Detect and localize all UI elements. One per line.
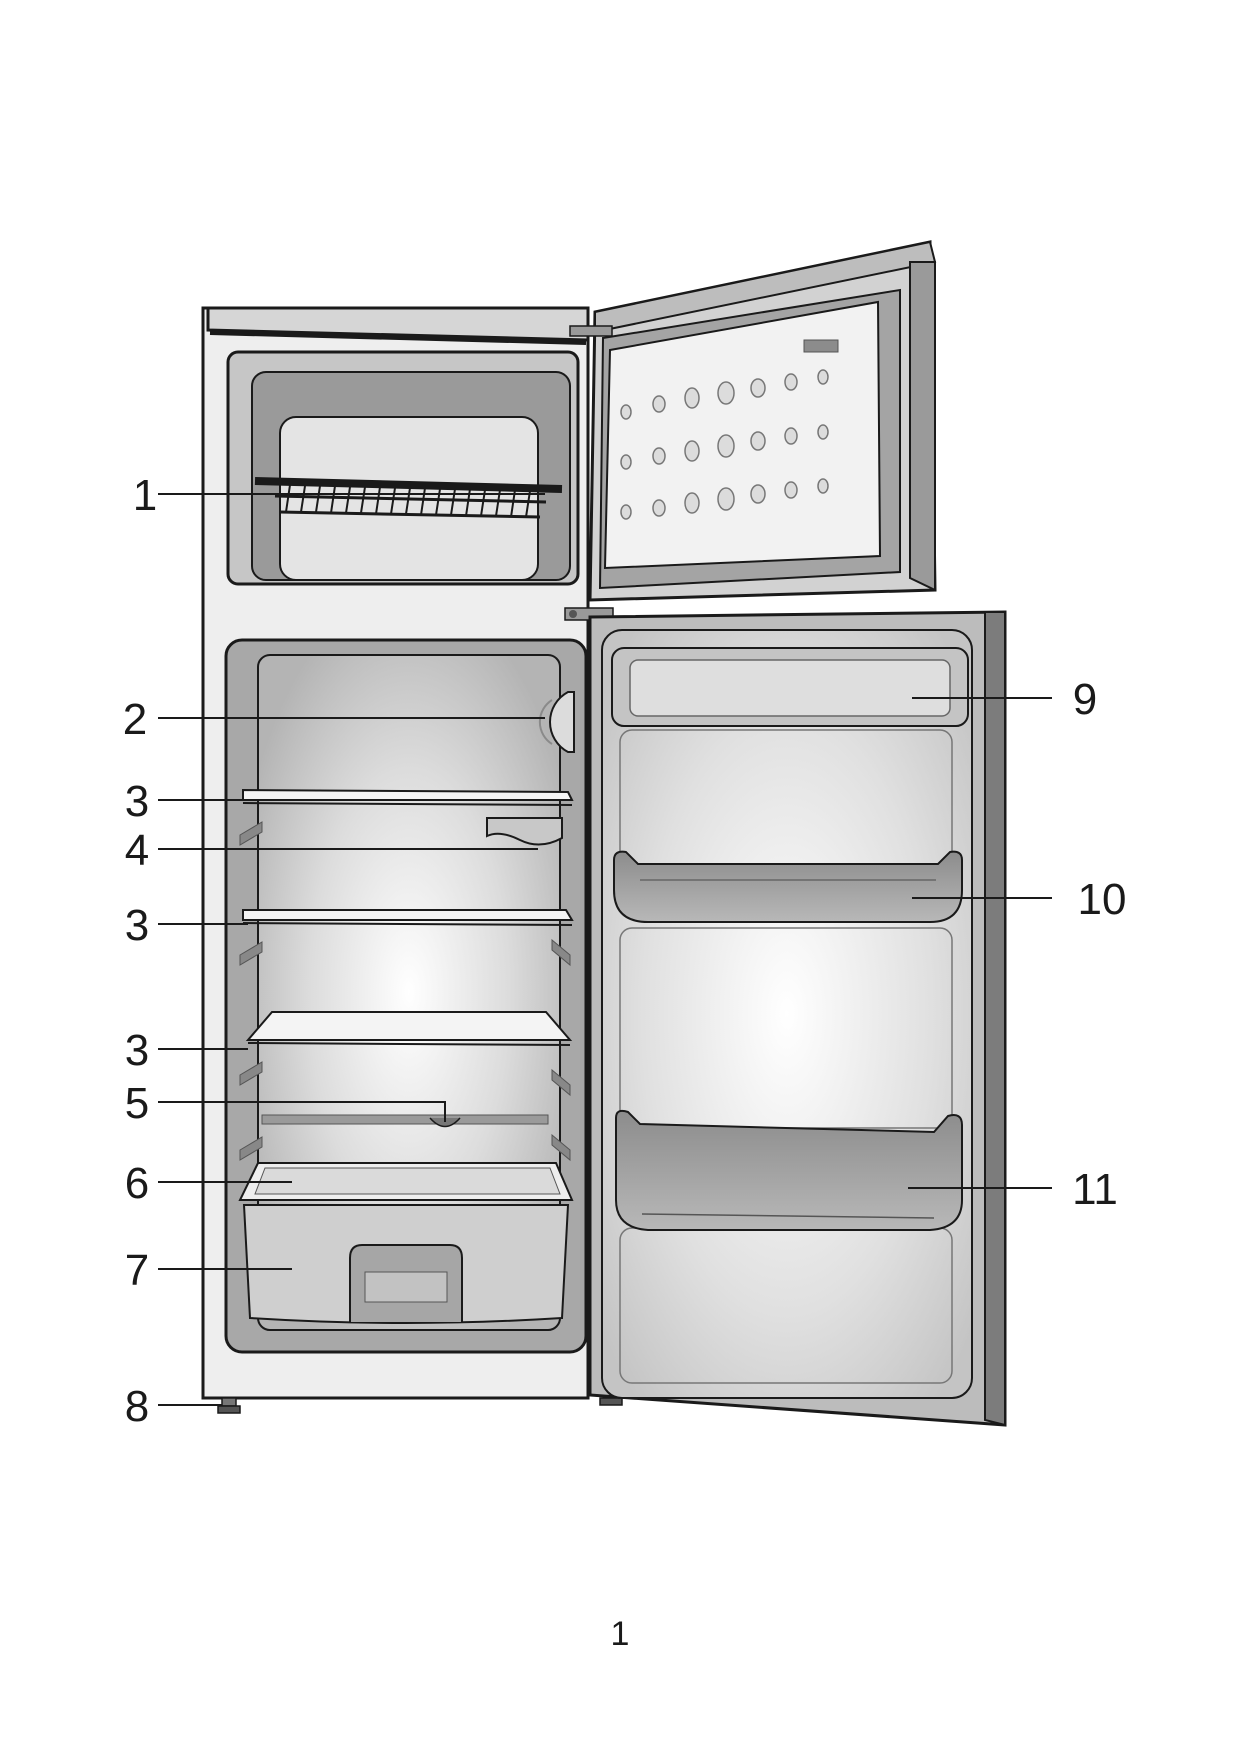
glass-shelf-2 [242, 909, 574, 926]
freezer-compartment [226, 350, 580, 586]
door-bottle-shelf [615, 1109, 963, 1231]
freezer-door [588, 240, 937, 602]
callout-labels: 1 2 3 4 3 3 5 6 7 8 9 10 11 [123, 471, 1127, 1431]
adjustable-foot-left [217, 1397, 241, 1414]
callout-3: 3 [125, 901, 149, 950]
callout-5: 5 [125, 1079, 149, 1128]
callout-4: 4 [125, 826, 149, 875]
callout-1: 1 [133, 471, 157, 520]
callout-8: 8 [125, 1382, 149, 1431]
glass-shelf-3 [245, 1011, 573, 1046]
fridge-door [588, 610, 1007, 1427]
freezer-wire-shelf [254, 477, 563, 519]
callout-2: 2 [123, 695, 147, 744]
dairy-compartment [611, 647, 969, 727]
leader-lines [158, 493, 1052, 1406]
freezer-door-dimples [620, 369, 829, 520]
callout-10: 10 [1078, 875, 1127, 924]
callout-11: 11 [1072, 1165, 1118, 1214]
leader-line-5 [158, 1101, 446, 1122]
door-shelf-upper [613, 850, 963, 923]
callout-3: 3 [125, 1026, 149, 1075]
shelf-supports [239, 821, 571, 1162]
glass-shelf-1 [242, 788, 574, 806]
crisper-drawer [242, 1204, 570, 1324]
page-number: 1 [610, 1615, 630, 1653]
thermostat-light-unit [538, 691, 575, 753]
upper-hinge [569, 325, 613, 337]
callout-6: 6 [125, 1159, 149, 1208]
callout-3: 3 [125, 777, 149, 826]
callout-7: 7 [125, 1246, 149, 1295]
callout-9: 9 [1073, 675, 1097, 724]
freezer-door-badge [803, 339, 839, 353]
egg-tray [486, 817, 563, 846]
drain-channel [261, 1114, 549, 1128]
crisper-cover [238, 1162, 574, 1201]
